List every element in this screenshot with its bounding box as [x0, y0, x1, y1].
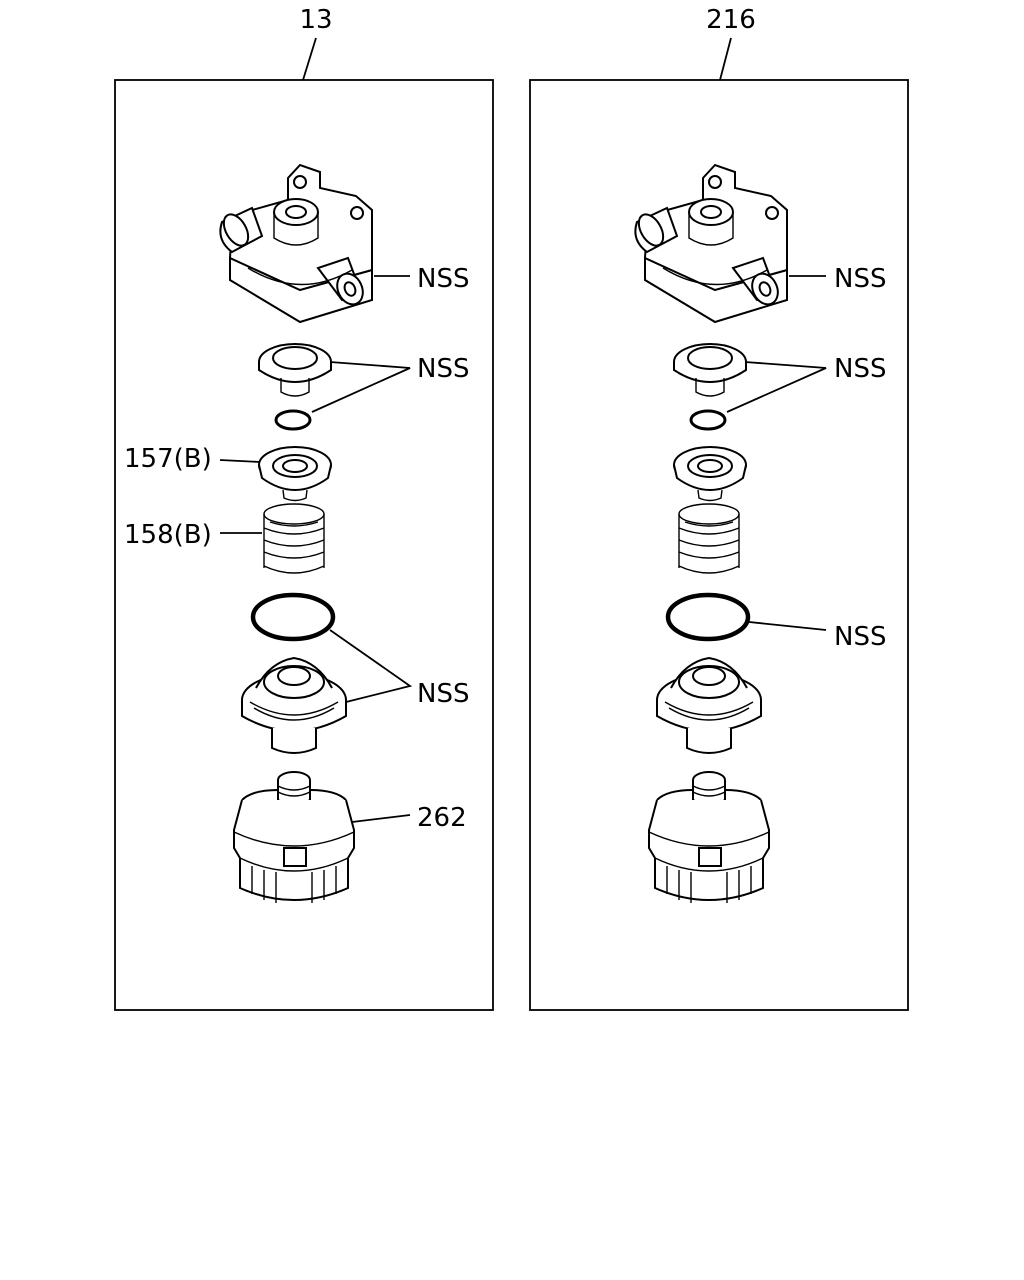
panel-right-number: 216 — [706, 5, 756, 35]
panel-left-number: 13 — [299, 5, 332, 35]
callout-valve: 157(B) — [124, 444, 212, 474]
callout-housing: NSS — [417, 264, 469, 294]
callout-body-oring: NSS — [417, 679, 469, 709]
callout-seat-oring-right: NSS — [834, 354, 886, 384]
panel-left: 13 NSS NSS 157(B) 158(B) NSS 262 — [114, 5, 494, 1011]
panel-right-leader — [719, 37, 732, 81]
panel-left-frame — [114, 79, 494, 1011]
callout-seat-oring: NSS — [417, 354, 469, 384]
callout-spring: 158(B) — [124, 520, 212, 550]
callout-body-oring-right: NSS — [834, 622, 886, 652]
panel-right-frame — [529, 79, 909, 1011]
panel-left-leader — [302, 37, 317, 81]
callout-cap: 262 — [417, 803, 467, 833]
panel-right: 216 NSS NSS NSS — [529, 5, 909, 1011]
callout-housing-right: NSS — [834, 264, 886, 294]
